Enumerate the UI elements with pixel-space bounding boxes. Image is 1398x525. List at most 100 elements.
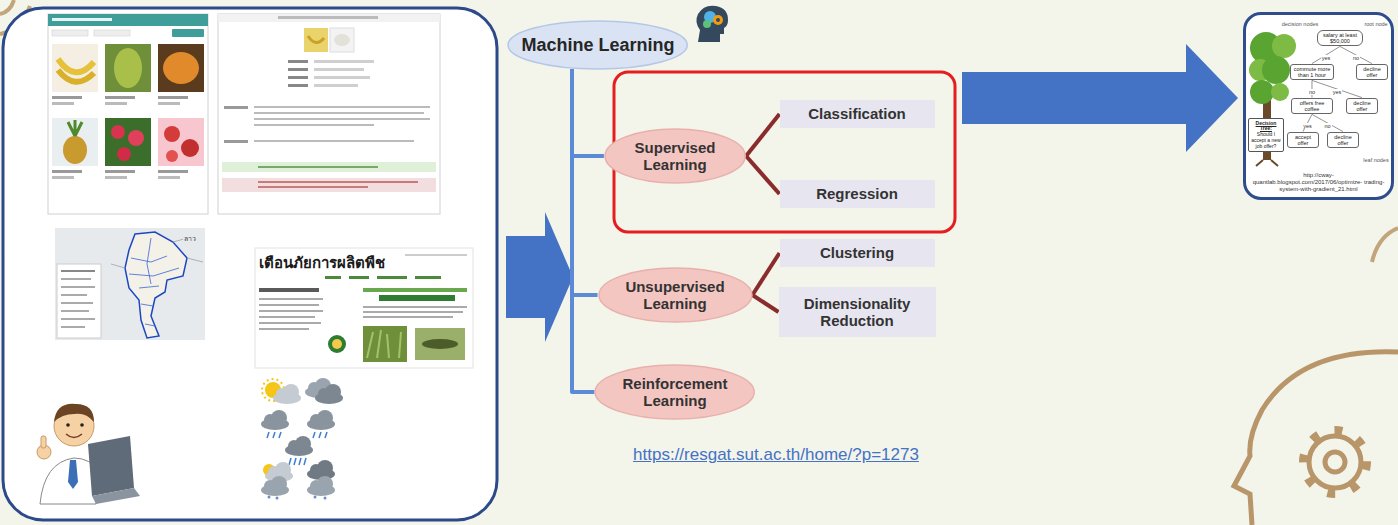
text-block: Supervised Learning	[625, 139, 725, 174]
task-box: Clustering	[780, 239, 935, 267]
text-block: decline offer	[1349, 100, 1375, 113]
province-map-part	[61, 318, 95, 320]
province-map-part	[55, 228, 205, 340]
fruit-detail-screenshot-part	[254, 118, 430, 120]
gear-head-decoration-part	[1372, 228, 1398, 262]
crop-alert-screenshot-part	[259, 298, 323, 300]
fruit-catalog-screenshot-part	[128, 130, 144, 146]
fruit-catalog-screenshot-part	[63, 136, 87, 164]
node-subtext: Should I accept a new job offer?	[1251, 132, 1281, 149]
figure-panel-ground	[1243, 12, 1394, 200]
fruit-catalog-screenshot-part	[105, 44, 151, 92]
crop-alert-screenshot-part	[415, 276, 441, 279]
fruit-catalog-screenshot-part	[166, 150, 178, 162]
fruit-catalog-screenshot-part	[52, 18, 112, 21]
tree-illustration-part	[1250, 80, 1274, 104]
gear-head-decoration	[1234, 228, 1398, 525]
source-link-text: https://resgat.sut.ac.th/home/?p=1273	[633, 445, 919, 464]
decision-branch-line	[1303, 114, 1312, 131]
gear-head-decoration-part	[1325, 452, 1345, 472]
fruit-catalog-screenshot-part	[181, 139, 199, 157]
edge-label-text: no	[1323, 123, 1331, 129]
text-block: accept offer	[1290, 134, 1316, 147]
branch-line	[746, 156, 779, 194]
text-block: Clustering	[820, 244, 894, 261]
tree-illustration-part	[1256, 160, 1278, 166]
fruit-catalog-screenshot-part	[58, 59, 94, 72]
crop-alert-screenshot-part	[363, 288, 467, 292]
edge-label-text: yes	[1321, 55, 1332, 61]
province-map-part	[61, 302, 93, 304]
figure-panel: Decision Tree:Should I accept a new job …	[1243, 12, 1394, 200]
task-box: Regression	[780, 180, 935, 208]
fruit-catalog-screenshot-part	[52, 96, 82, 99]
text-block: Regression	[816, 185, 898, 202]
title-box: Decision Tree:Should I accept a new job …	[1248, 118, 1283, 152]
fruit-catalog-screenshot-part	[114, 48, 142, 88]
fruit-detail-screenshot-part	[218, 14, 440, 214]
tree-illustration-part	[1271, 83, 1289, 101]
weather-icons-part	[307, 460, 335, 480]
weather-icons-part	[276, 497, 279, 500]
crop-alert-screenshot-part	[328, 335, 346, 353]
province-map-part	[125, 232, 187, 338]
node-text: http://cway-quantlab.blogspot.com/2017/0…	[1251, 172, 1386, 193]
category-ellipse: Supervised Learning	[604, 128, 746, 184]
fruit-catalog-screenshot	[48, 14, 208, 214]
fruit-detail-screenshot-part	[258, 166, 378, 168]
node-text: Reinforcement Learning	[617, 375, 732, 410]
fruit-catalog-screenshot-part	[111, 125, 125, 139]
branch-line	[746, 114, 779, 156]
fruit-detail-screenshot-part	[254, 112, 424, 114]
gear-head-decoration-part	[1234, 352, 1398, 525]
fruit-detail-screenshot-part	[254, 106, 430, 108]
cartoon-user-part	[80, 423, 84, 427]
fruit-detail-screenshot-part	[314, 76, 370, 79]
branch-line	[752, 253, 779, 295]
leaf-node: decline offer	[1346, 98, 1377, 115]
crop-alert-screenshot-part	[259, 288, 319, 292]
weather-icons-part	[268, 496, 271, 499]
weather-icons-part	[267, 432, 281, 438]
fruit-catalog-screenshot-part	[158, 118, 204, 166]
tree-branch-line	[572, 69, 598, 295]
fruit-catalog-screenshot-part	[68, 120, 82, 136]
province-map-part	[61, 326, 85, 328]
text-block: offers free coffee	[1294, 100, 1330, 113]
fruit-catalog-screenshot-part	[105, 176, 127, 179]
node-text: salary at least $50,000	[1320, 32, 1360, 45]
fruit-detail-screenshot-part	[314, 60, 374, 63]
page-heading: เตือนภัยการผลิตพืช	[259, 254, 385, 272]
crop-alert-screenshot-part	[405, 254, 467, 256]
fruit-catalog-screenshot-part	[163, 52, 199, 84]
weather-icons-part	[261, 476, 289, 496]
page-heading-text: เตือนภัยการผลิตพืช	[259, 254, 385, 271]
callout-label-text: root node	[1364, 21, 1387, 27]
corner-decoration-part	[0, 0, 14, 14]
source-panel	[3, 8, 497, 520]
highlight-frame	[614, 72, 955, 232]
fruit-catalog-screenshot-part	[164, 126, 180, 142]
weather-icons-part	[313, 432, 327, 438]
text-block: commute more than 1 hour	[1293, 66, 1331, 79]
node-text: commute more than 1 hour	[1293, 66, 1331, 79]
fruit-catalog-screenshot-part	[58, 70, 94, 82]
weather-icons	[261, 378, 343, 500]
weather-icons-part	[307, 410, 335, 430]
category-ellipse-fill	[595, 365, 754, 419]
node-text: accept offer	[1290, 134, 1316, 147]
text-block: Classification	[808, 105, 906, 122]
fruit-catalog-screenshot-part	[52, 118, 98, 166]
crop-alert-screenshot-part	[363, 306, 467, 308]
root-concept-ellipse: Machine Learning	[507, 20, 688, 70]
text-block: Dimensionality Reduction	[785, 295, 930, 330]
crop-alert-screenshot-part	[332, 339, 342, 349]
text-block: Unsupervised Learning	[620, 278, 730, 313]
text-block: salary at least $50,000	[1320, 32, 1360, 45]
crop-alert-screenshot-part	[363, 311, 463, 313]
weather-icons-part	[315, 384, 343, 404]
cartoon-user-part	[88, 436, 134, 496]
node-text: Machine Learning	[521, 35, 674, 56]
brain-icon-part	[696, 6, 728, 42]
edge-label: yes	[1332, 80, 1343, 98]
